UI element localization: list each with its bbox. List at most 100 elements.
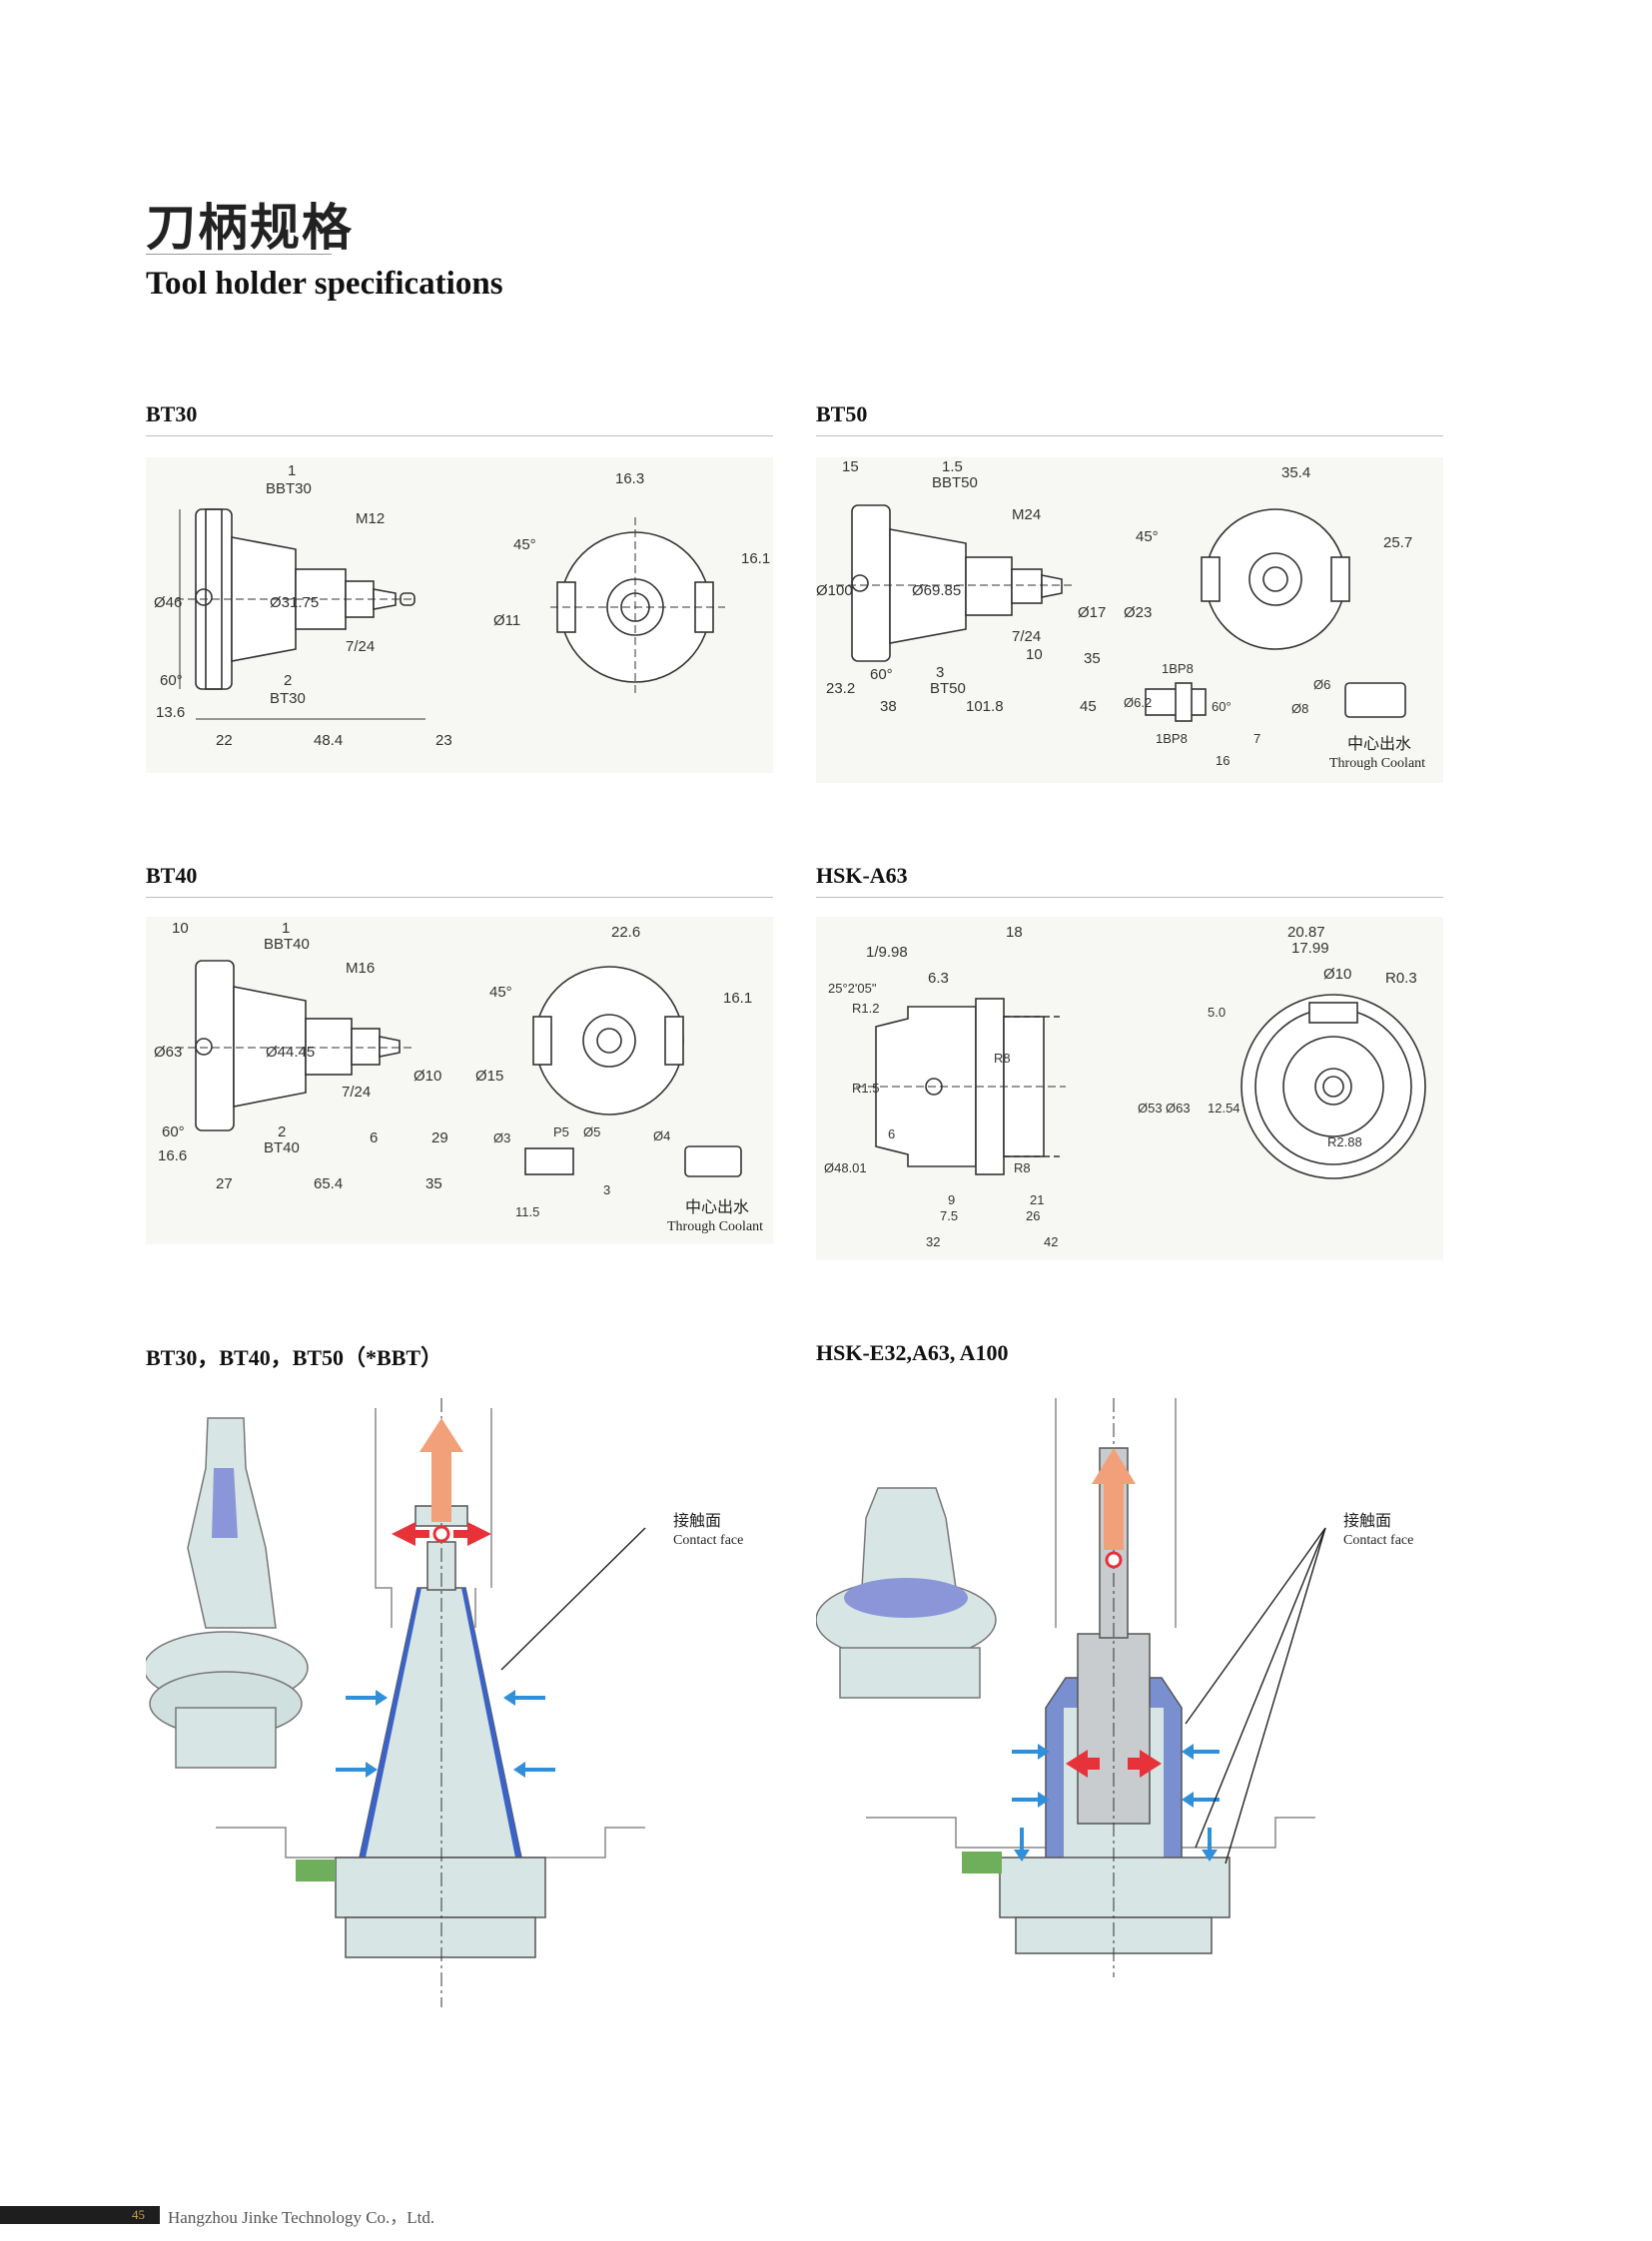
bt30-dim-10: 7/24	[346, 638, 375, 655]
bt30-dim-16: 48.4	[314, 732, 343, 749]
hsk-dim-13: Ø48.01	[824, 1160, 867, 1175]
page-number: 45	[132, 2207, 145, 2222]
bt40-dim-22: Ø3	[493, 1130, 510, 1145]
bt40-dim-2: 1	[282, 920, 290, 937]
bt50-dim-14: 35	[1084, 650, 1101, 667]
hsk-dim-5: Ø10	[1323, 966, 1351, 983]
bt50-dim-16: 23.2	[826, 680, 855, 697]
bt40-drawing-svg: 10 1 BBT40 22.6 M16 45° 16.1 Ø63 Ø44.45 …	[154, 920, 763, 1234]
bt40-coolant-en: Through Coolant	[667, 1219, 763, 1234]
hsk-dim-19: R8	[1014, 1160, 1031, 1175]
bt50-dim-22: 1BP8	[1162, 661, 1194, 676]
hsk-dim-20: 9	[948, 1192, 955, 1207]
bt40-coolant-cn: 中心出水	[685, 1197, 749, 1216]
hsk-dim-24: 32	[926, 1234, 940, 1249]
hsk-a63-drawing-svg: 1/9.98 18 20.87 17.99 Ø10 R0.3 6.3 25°2'…	[824, 924, 1426, 1249]
bt50-dim-1: 15	[842, 458, 859, 475]
section-divider-bt40	[146, 897, 773, 898]
bt50-dim-26: Ø6	[1313, 677, 1330, 692]
bt40-dim-1: 10	[172, 920, 189, 937]
bt40-dim-16: 16.6	[158, 1147, 187, 1164]
bt40-dim-24: Ø5	[583, 1124, 600, 1139]
bt40-dim-4: 22.6	[611, 924, 640, 941]
bt40-dim-18: 29	[431, 1129, 448, 1146]
bt30-dim-2: BBT30	[266, 480, 312, 497]
bt50-dim-8: Ø100	[816, 582, 853, 599]
hsk-dim-4: 17.99	[1291, 940, 1329, 957]
bt50-dim-18: BT50	[930, 680, 966, 697]
hsk-dim-17: 12.54	[1208, 1101, 1240, 1116]
bt30-dim-14: 13.6	[156, 704, 185, 721]
section-divider-bt50	[816, 435, 1443, 436]
hsk-dim-11: R8	[994, 1051, 1011, 1066]
section-divider-hsk-a63	[816, 897, 1443, 898]
bt50-dim-13: 10	[1026, 646, 1043, 663]
bt40-dim-3: BBT40	[264, 936, 310, 953]
bt-holder-perspective	[143, 1417, 309, 1769]
bt40-dim-25: Ø4	[653, 1128, 670, 1143]
hsk-dim-15: Ø53	[1138, 1101, 1163, 1116]
section-title-bt30: BT30	[146, 401, 198, 426]
bt50-dim-20: 101.8	[966, 698, 1004, 715]
section-title-bt40: BT40	[146, 863, 198, 888]
drawing-bt40: 10 1 BBT40 22.6 M16 45° 16.1 Ø63 Ø44.45 …	[146, 917, 773, 1244]
bt40-dim-6: 45°	[489, 984, 512, 1001]
hsk-dim-9: R1.2	[852, 1001, 879, 1016]
bt50-dim-2: 1.5	[942, 458, 963, 475]
bt50-dim-19: 38	[880, 698, 897, 715]
bt50-dim-17: 3	[936, 664, 944, 681]
bt40-dim-27: 11.5	[515, 1204, 539, 1219]
hsk-dim-16: Ø63	[1166, 1101, 1191, 1116]
bt50-dim-27: 1BP8	[1156, 731, 1188, 746]
bt40-dim-20: 65.4	[314, 1175, 343, 1192]
drawing-hsk-a63: 1/9.98 18 20.87 17.99 Ø10 R0.3 6.3 25°2'…	[816, 917, 1443, 1260]
bt30-dim-9: Ø11	[493, 612, 520, 629]
hsk-dim-7: 6.3	[928, 970, 949, 987]
bt40-dim-26: 3	[603, 1182, 610, 1197]
bt30-dim-13: BT30	[270, 690, 306, 707]
section-title-bt50: BT50	[816, 401, 868, 426]
bt40-dim-8: Ø63	[154, 1044, 182, 1061]
bt50-dim-29: 16	[1216, 753, 1230, 768]
hsk-dim-14: 6	[888, 1126, 895, 1141]
bt40-dim-14: 2	[278, 1123, 286, 1140]
hsk-dim-22: 7.5	[940, 1208, 958, 1223]
section-title-hsk-contact: HSK-E32,A63, A100	[816, 1340, 1009, 1365]
bt50-dim-15: 60°	[870, 666, 893, 683]
bt50-dim-5: M24	[1012, 506, 1041, 523]
bt50-coolant-en: Through Coolant	[1329, 756, 1425, 771]
bt30-dim-4: M12	[356, 510, 385, 527]
hsk-dim-1: 1/9.98	[866, 944, 908, 961]
bt-contact-label-cn: 接触面	[673, 1511, 721, 1530]
bt50-dim-28: 7	[1253, 731, 1260, 746]
bt40-dim-7: 16.1	[723, 990, 752, 1007]
bt40-dim-5: M16	[346, 960, 375, 977]
bt40-dim-17: 6	[370, 1129, 378, 1146]
bt50-dim-24: 60°	[1212, 699, 1232, 714]
page-title-cn: 刀柄规格	[146, 199, 354, 257]
bt30-dim-1: 1	[288, 462, 296, 479]
bt50-dim-25: Ø8	[1291, 701, 1308, 716]
hsk-dim-18: R2.88	[1327, 1134, 1362, 1149]
hsk-dim-2: 18	[1006, 924, 1023, 941]
bt30-dim-17: 23	[435, 732, 452, 749]
bt40-dim-23: P5	[553, 1124, 569, 1139]
bt30-drawing-svg: 1 BBT30 16.3 M12 45° 16.1 Ø46 Ø31.75 Ø11…	[154, 462, 770, 749]
bt40-dim-10: Ø10	[413, 1068, 441, 1085]
hsk-holder-perspective	[815, 1487, 997, 1699]
bt40-dim-19: 27	[216, 1175, 233, 1192]
drawing-bt30: 1 BBT30 16.3 M12 45° 16.1 Ø46 Ø31.75 Ø11…	[146, 457, 773, 773]
bt30-dim-15: 22	[216, 732, 233, 749]
bt30-dim-6: 16.1	[741, 550, 770, 567]
page-title-en: Tool holder specifications	[146, 266, 503, 302]
bt50-dim-23: Ø6.2	[1124, 695, 1152, 710]
section-title-bt-contact: BT30，BT40，BT50（*BBT）	[146, 1345, 443, 1370]
bt50-dim-7: 25.7	[1383, 534, 1412, 551]
hsk-dim-23: 26	[1026, 1208, 1040, 1223]
bt40-dim-11: Ø15	[475, 1068, 503, 1085]
bt50-dim-10: Ø17	[1078, 604, 1106, 621]
bt50-coolant-cn: 中心出水	[1347, 734, 1411, 753]
bt50-dim-4: 35.4	[1281, 464, 1310, 481]
bt-contact-svg: 接触面 Contact face	[143, 1398, 743, 2007]
hsk-dim-8: 25°2'05"	[828, 981, 877, 996]
